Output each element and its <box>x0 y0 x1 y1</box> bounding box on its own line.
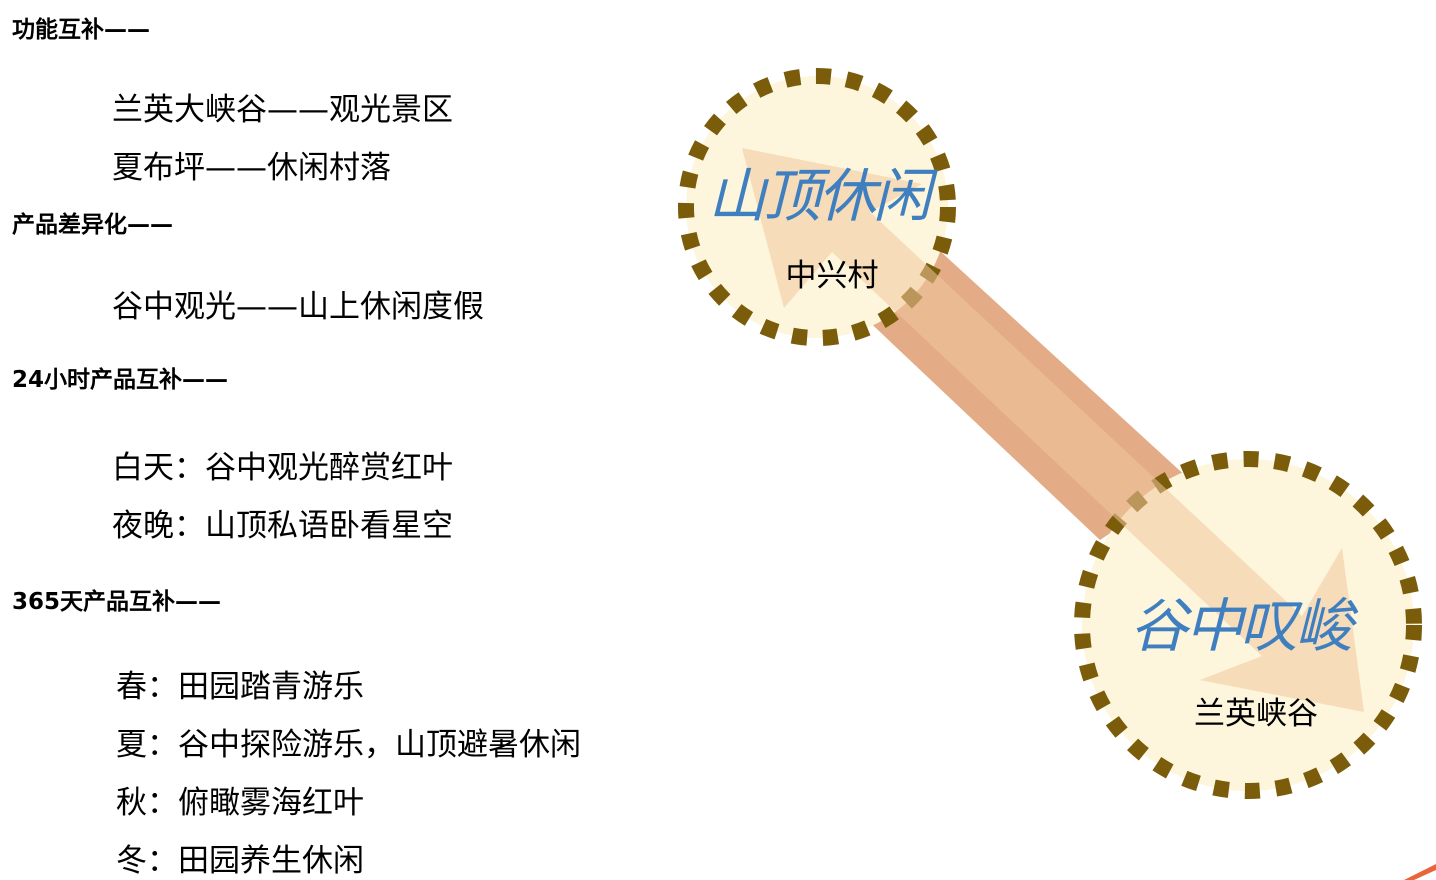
corner-accent <box>1404 864 1436 880</box>
top-circle-title: 山顶休闲 <box>708 162 938 230</box>
list-item: 兰英大峡谷——观光景区 <box>112 92 453 128</box>
list-item: 春：田园踏青游乐 <box>116 669 364 705</box>
list-item: 夏：谷中探险游乐，山顶避暑休闲 <box>116 727 581 763</box>
top-circle-subtitle: 中兴村 <box>786 258 879 294</box>
section-heading-differentiation: 产品差异化—— <box>12 212 173 238</box>
list-item: 白天：谷中观光醉赏红叶 <box>112 450 453 486</box>
section-heading-365d: 365天产品互补—— <box>12 589 222 615</box>
list-item: 冬：田园养生休闲 <box>116 843 364 879</box>
bottom-circle-title: 谷中叹峻 <box>1130 592 1359 660</box>
section-heading-24h: 24小时产品互补—— <box>12 367 229 393</box>
list-item: 谷中观光——山上休闲度假 <box>112 289 484 325</box>
list-item: 秋：俯瞰雾海红叶 <box>116 785 364 821</box>
list-item: 夏布坪——休闲村落 <box>112 150 391 186</box>
list-item: 夜晚：山顶私语卧看星空 <box>112 508 453 544</box>
bottom-circle-subtitle: 兰英峡谷 <box>1194 696 1318 732</box>
section-heading-function: 功能互补—— <box>12 17 150 43</box>
double-arrow <box>742 148 1364 712</box>
